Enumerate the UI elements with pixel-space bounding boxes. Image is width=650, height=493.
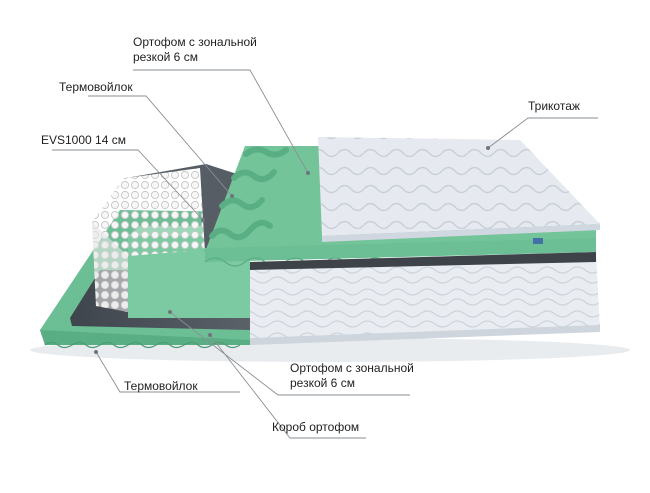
bottom-foam-waves (44, 341, 241, 349)
label-felt-top: Термовойлок (59, 80, 133, 95)
leader-box (209, 334, 366, 439)
bottom-foam-edge (40, 330, 250, 345)
label-springs-text: EVS1000 14 см (41, 133, 126, 147)
mattress-body-pattern (250, 252, 600, 345)
leader-felt-bottom (95, 351, 240, 393)
leader-felt-top (88, 95, 233, 197)
label-felt-bottom-text: Термовойлок (124, 379, 198, 393)
top-orthofoam-front (205, 238, 596, 262)
label-bottom-orthofoam-line2: резкой 6 см (290, 376, 355, 390)
springs-block-side (92, 222, 128, 312)
label-knit: Трикотаж (528, 99, 580, 114)
label-knit-text: Трикотаж (528, 99, 580, 113)
label-top-orthofoam-line2: резкой 6 см (133, 50, 198, 64)
mattress-body-bottom-band (250, 325, 600, 345)
label-bottom-orthofoam-line1: Ортофом с зональной (290, 361, 414, 375)
label-box-text: Короб ортофом (272, 420, 360, 434)
label-felt-bottom: Термовойлок (124, 379, 198, 394)
leader-springs (52, 149, 204, 221)
top-orthofoam-ridges (209, 146, 289, 241)
label-top-orthofoam: Ортофом с зональной резкой 6 см (133, 35, 257, 65)
knit-cover-edge (322, 224, 600, 242)
label-top-orthofoam-line1: Ортофом с зональной (133, 35, 257, 49)
label-box: Короб ортофом (272, 420, 359, 435)
mattress-body-top-band (250, 252, 596, 270)
leader-bottom-orthofoam (169, 311, 410, 396)
brand-tag (533, 238, 543, 244)
leader-top-orthofoam (133, 69, 309, 174)
label-springs: EVS1000 14 см (41, 133, 126, 148)
leader-knit (487, 117, 598, 149)
leader-dots (94, 146, 490, 354)
label-felt-top-text: Термовойлок (59, 80, 133, 94)
label-bottom-orthofoam: Ортофом с зональной резкой 6 см (290, 361, 414, 391)
leader-lines (52, 69, 598, 439)
knit-cover-pattern (318, 137, 600, 236)
